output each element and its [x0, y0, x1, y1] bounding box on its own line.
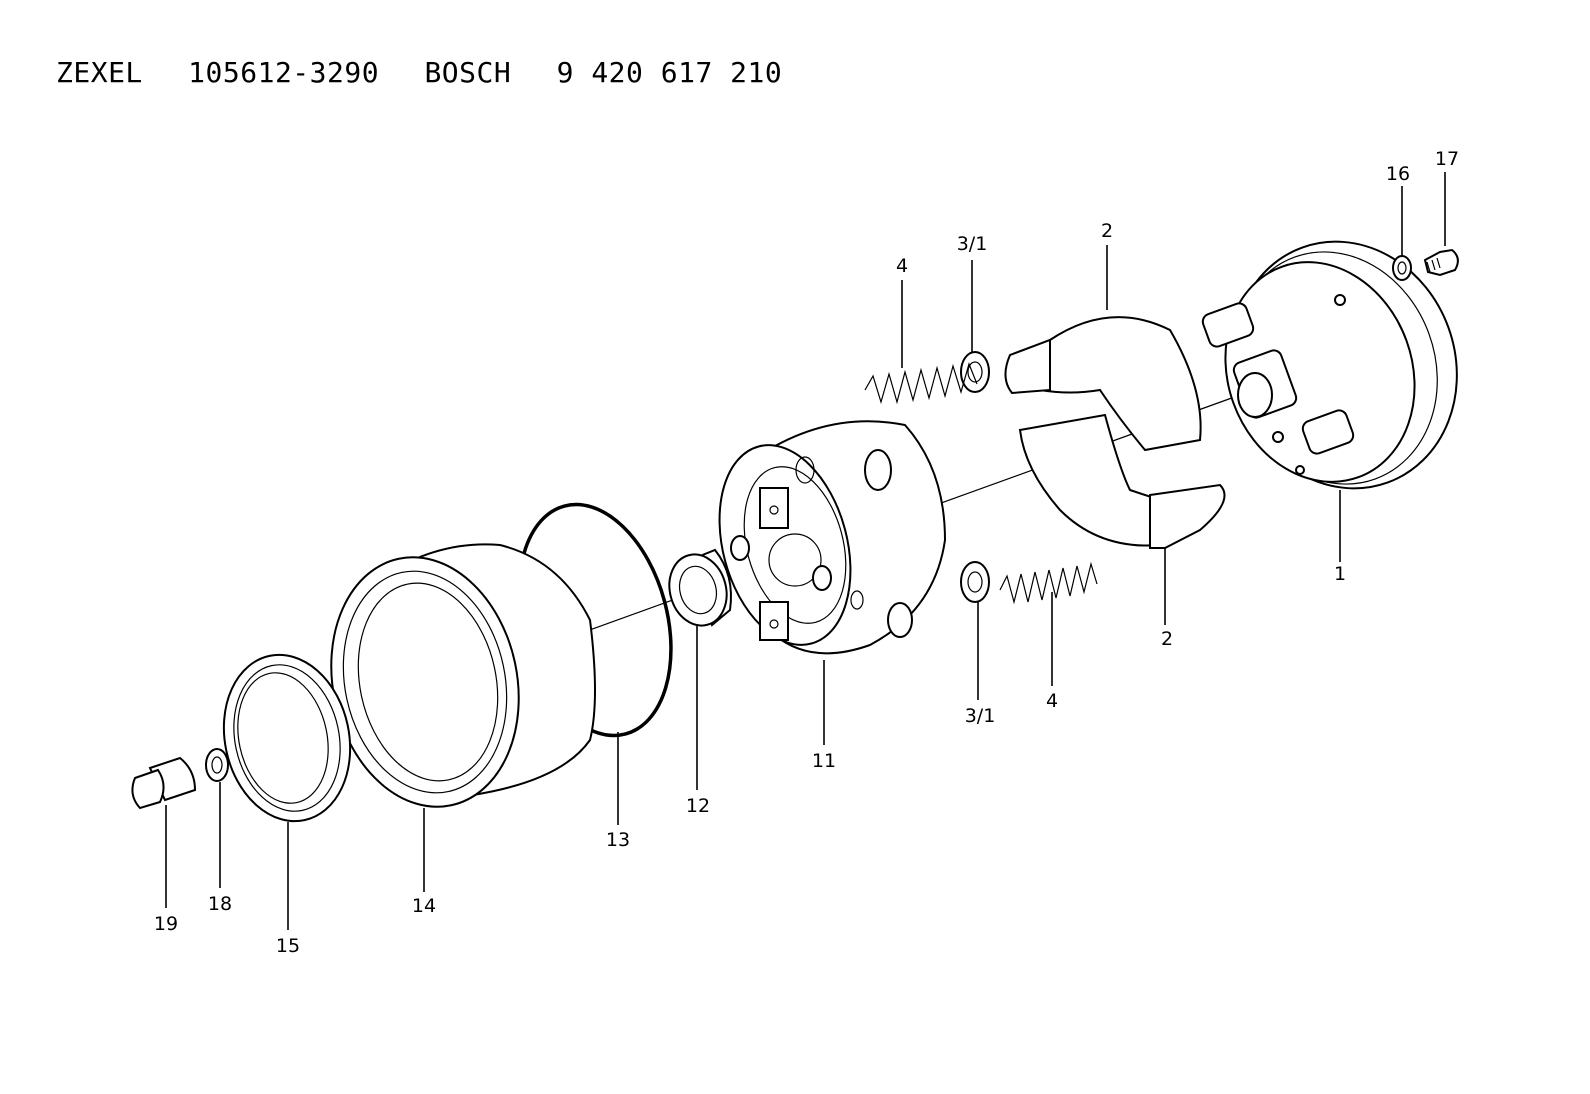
callout-17: 17 — [1435, 148, 1459, 170]
part-3-1-spring-seat-upper — [960, 351, 990, 393]
part-18-washer — [205, 748, 229, 782]
part-19-plug-screw — [131, 756, 197, 810]
part-15-seal-ring — [222, 653, 352, 823]
callout-18: 18 — [208, 893, 232, 915]
title-zexel-code: 105612-3290 — [188, 56, 380, 89]
callout-2-top: 2 — [1101, 220, 1113, 242]
callout-16: 16 — [1386, 163, 1410, 185]
part-14-housing — [330, 543, 596, 808]
part-2-flyweight-upper — [1004, 316, 1202, 452]
part-16-washer — [1392, 255, 1412, 281]
part-3-1-spring-seat-lower — [960, 561, 990, 603]
callout-1: 1 — [1334, 563, 1346, 585]
callout-3-1-top: 3/1 — [957, 233, 988, 255]
part-2-flyweight-lower — [1018, 413, 1226, 549]
page-title: ZEXEL 105612-3290 BOSCH 9 420 617 210 — [56, 56, 810, 89]
callout-14: 14 — [412, 895, 436, 917]
hub-lug-upper — [759, 487, 789, 529]
part-1-end-cover — [1201, 240, 1458, 490]
title-bosch-code: 9 420 617 210 — [556, 56, 783, 89]
hub-lug-lower — [759, 601, 789, 641]
callout-4-bottom: 4 — [1046, 690, 1058, 712]
callout-13: 13 — [606, 829, 630, 851]
callout-3-1-bottom: 3/1 — [965, 705, 996, 727]
part-12-bushing — [668, 548, 732, 627]
part-17-screw — [1423, 248, 1459, 277]
part-11-hub — [718, 420, 947, 655]
callout-4-top: 4 — [896, 255, 908, 277]
callout-2-bottom: 2 — [1161, 628, 1173, 650]
callout-19: 19 — [154, 913, 178, 935]
callout-15: 15 — [276, 935, 300, 957]
title-maker-bosch: BOSCH — [424, 56, 512, 89]
part-4-spring-lower — [999, 561, 1098, 605]
callout-12: 12 — [686, 795, 710, 817]
title-maker-zexel: ZEXEL — [56, 56, 143, 89]
part-4-spring-upper — [864, 362, 978, 405]
callout-11: 11 — [812, 750, 836, 772]
